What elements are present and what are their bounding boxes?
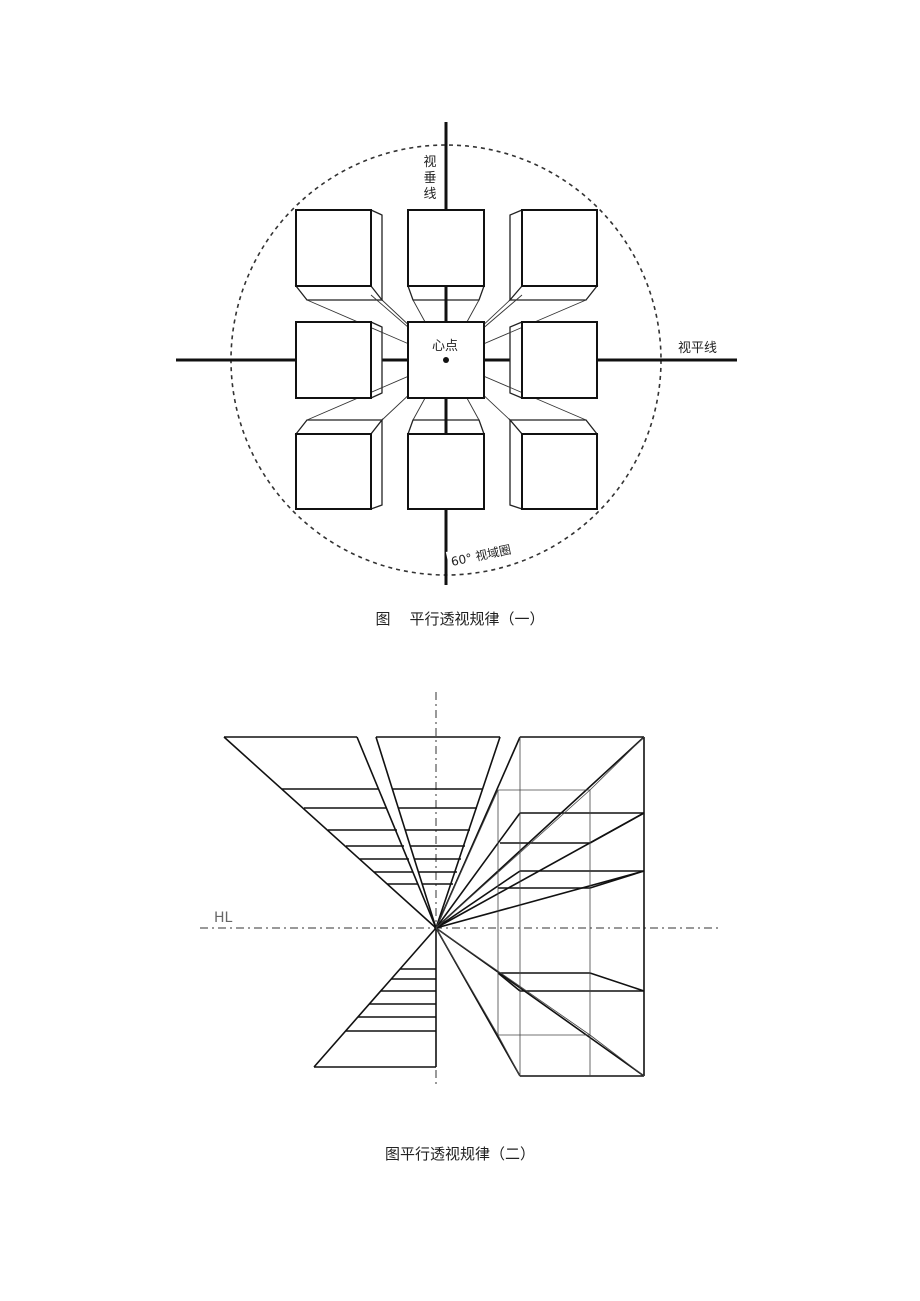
construction-lines [435, 736, 645, 1077]
figure2-diagram: HL [200, 692, 720, 1085]
cube-front-faces [295, 209, 598, 510]
cube-top-center [407, 209, 485, 287]
cube-middle-left [295, 321, 372, 399]
cube-top-right [521, 209, 598, 287]
horizon-line-label: 视平线 [678, 341, 717, 356]
cube-bottom-right [521, 433, 598, 510]
cube-top-left [295, 209, 372, 287]
figure2-caption: 图平行透视规律（二） [384, 1145, 535, 1163]
perspective-planes [223, 736, 645, 1077]
center-point-label: 心点 [432, 339, 458, 354]
center-point-dot [443, 357, 449, 363]
hl-label: HL [214, 910, 233, 926]
figure1-caption: 图 平行透视规律（一） [375, 610, 545, 628]
cube-bottom-center [407, 433, 485, 510]
cube-middle-right [521, 321, 598, 399]
cube-bottom-left [295, 433, 372, 510]
vertical-sight-line-label-3: 线 [423, 187, 436, 202]
figure1-diagram: 视 垂 线 视平线 心点 60° 视域圈 [176, 122, 737, 585]
cube-depth-faces [294, 208, 599, 510]
vertical-sight-line-label-2: 垂 [423, 171, 436, 186]
vertical-sight-line-label-1: 视 [423, 155, 436, 170]
